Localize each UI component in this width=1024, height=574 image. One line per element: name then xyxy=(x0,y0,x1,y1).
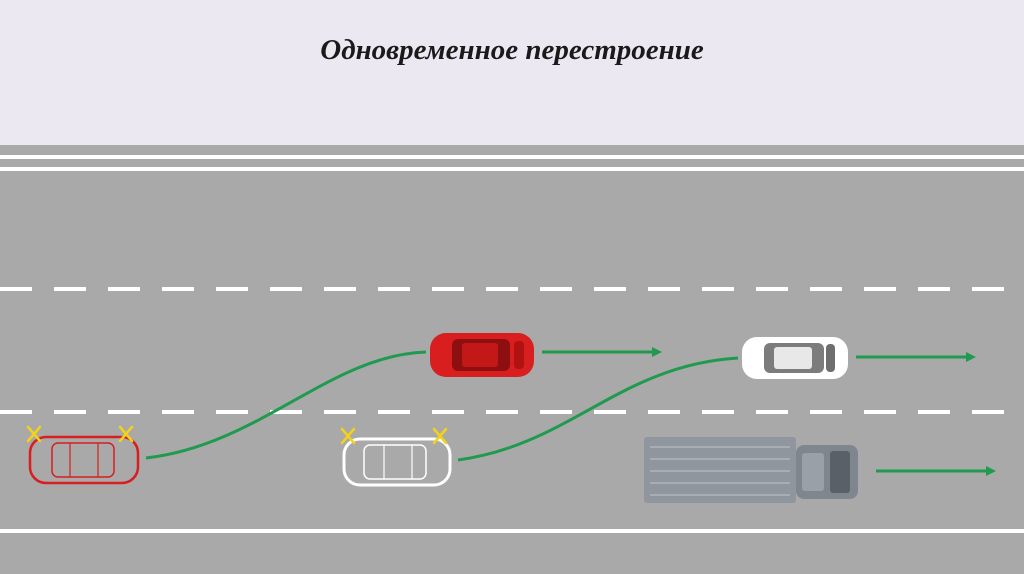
truck xyxy=(644,437,858,503)
turn-signal-icon xyxy=(26,425,134,443)
top-double-line-1 xyxy=(0,155,1024,159)
white-car-end xyxy=(742,337,848,379)
bottom-edge-line xyxy=(0,529,1024,533)
page-title: Одновременное перестроение xyxy=(320,34,704,66)
red-car-start xyxy=(26,425,140,485)
red-car-lane-change-path xyxy=(145,350,427,460)
top-double-line-2 xyxy=(0,167,1024,171)
turn-signal-icon xyxy=(340,427,448,445)
header-band xyxy=(0,0,1024,145)
road-diagram xyxy=(0,145,1024,574)
white-car-lane-change-path xyxy=(457,356,739,462)
white-car-start xyxy=(340,427,452,487)
red-car-end xyxy=(430,333,534,377)
